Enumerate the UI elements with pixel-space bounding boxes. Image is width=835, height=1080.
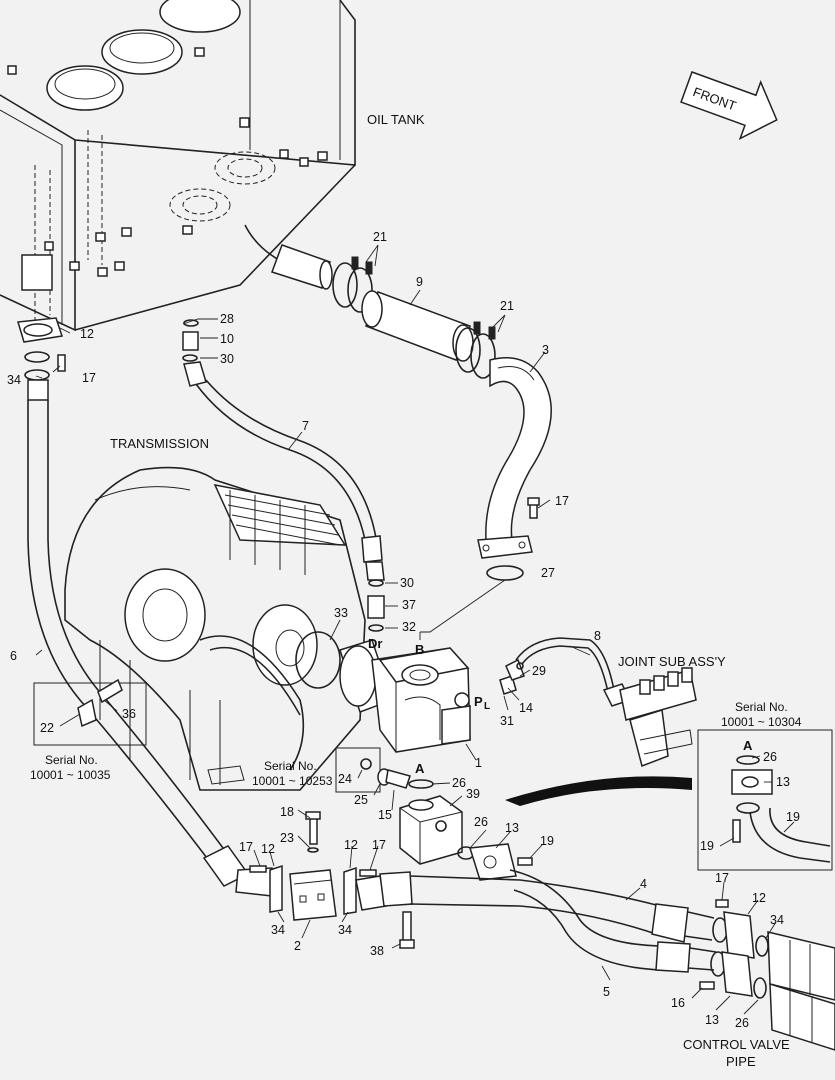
callout-23: 23 bbox=[280, 831, 294, 845]
hydraulic-pump bbox=[339, 632, 477, 761]
callout-32: 32 bbox=[402, 620, 416, 634]
pipe-5 bbox=[509, 869, 717, 973]
callout-12-right: 12 bbox=[752, 891, 766, 905]
callout-36: 36 bbox=[122, 707, 136, 721]
callout-22: 22 bbox=[40, 721, 54, 735]
inset-right-serial-range: 10001 ~ 10304 bbox=[721, 715, 802, 729]
callout-12-tank: 12 bbox=[80, 327, 94, 341]
tank-outlet-fittings bbox=[17, 254, 66, 401]
callout-39: 39 bbox=[466, 787, 480, 801]
callout-16: 16 bbox=[671, 996, 685, 1010]
callout-14: 14 bbox=[519, 701, 533, 715]
callout-30-mid: 30 bbox=[400, 576, 414, 590]
inset-right: Serial No. 10001 ~ 10304 A bbox=[697, 700, 833, 871]
callout-34-tank: 34 bbox=[7, 373, 21, 387]
port-b: B bbox=[415, 642, 424, 657]
joint-sub-assy-label: JOINT SUB ASS'Y bbox=[618, 654, 726, 669]
callout-2: 2 bbox=[294, 939, 301, 953]
callout-17-mid: 17 bbox=[372, 838, 386, 852]
callout-8: 8 bbox=[594, 629, 601, 643]
callout-26-bottom: 26 bbox=[735, 1016, 749, 1030]
callout-28: 28 bbox=[220, 312, 234, 326]
callout-17-right: 17 bbox=[715, 871, 729, 885]
inset-middle: Serial No. 10001 ~ 10253 bbox=[252, 747, 381, 793]
callout-21-bottom: 21 bbox=[500, 299, 514, 313]
callout-37: 37 bbox=[402, 598, 416, 612]
callout-26-block: 26 bbox=[474, 815, 488, 829]
callout-38: 38 bbox=[370, 944, 384, 958]
valve-block-39 bbox=[377, 768, 533, 949]
callout-34-right: 34 bbox=[770, 913, 784, 927]
inset-left: Serial No. 10001 ~ 10035 bbox=[30, 678, 147, 782]
oil-tank: OIL TANK bbox=[0, 0, 425, 332]
callout-19-inset-bolt: 19 bbox=[700, 839, 714, 853]
inset-middle-serial-label: Serial No. bbox=[264, 759, 317, 773]
callout-13-mid: 13 bbox=[505, 821, 519, 835]
callout-17-tank: 17 bbox=[82, 371, 96, 385]
control-valve-label-line2: PIPE bbox=[726, 1054, 756, 1069]
front-arrow-icon: FRONT bbox=[680, 71, 778, 141]
callout-10: 10 bbox=[220, 332, 234, 346]
joint-sub-assembly: JOINT SUB ASS'Y bbox=[618, 654, 726, 768]
callout-3: 3 bbox=[542, 343, 549, 357]
port-p: P bbox=[474, 694, 483, 709]
callout-1: 1 bbox=[475, 756, 482, 770]
pipe-4 bbox=[409, 875, 715, 943]
suction-pipe-assembly bbox=[244, 224, 552, 633]
callout-13-inset: 13 bbox=[776, 775, 790, 789]
inset-left-serial-label: Serial No. bbox=[45, 753, 98, 767]
callout-15: 15 bbox=[378, 808, 392, 822]
callout-21-top: 21 bbox=[373, 230, 387, 244]
callout-13-right: 13 bbox=[705, 1013, 719, 1027]
callout-31: 31 bbox=[500, 714, 514, 728]
port-a: A bbox=[415, 761, 425, 776]
hose-6 bbox=[27, 400, 273, 897]
inset-right-serial-label: Serial No. bbox=[735, 700, 788, 714]
callout-33: 33 bbox=[334, 606, 348, 620]
callout-9: 9 bbox=[416, 275, 423, 289]
callout-4: 4 bbox=[640, 877, 647, 891]
callout-25: 25 bbox=[354, 793, 368, 807]
callout-19-mid: 19 bbox=[540, 834, 554, 848]
leader-lines bbox=[35, 244, 795, 1015]
callout-5: 5 bbox=[603, 985, 610, 999]
control-valve-pipe: CONTROL VALVE PIPE bbox=[683, 899, 835, 1069]
port-dr: Dr bbox=[368, 636, 382, 651]
inset-left-serial-range: 10001 ~ 10035 bbox=[30, 768, 111, 782]
callout-26-pump: 26 bbox=[452, 776, 466, 790]
callout-17-left: 17 bbox=[239, 840, 253, 854]
callout-12-mid: 12 bbox=[344, 838, 358, 852]
callout-curve bbox=[505, 776, 692, 806]
pump-drain-fittings bbox=[367, 579, 385, 632]
callout-18: 18 bbox=[280, 805, 294, 819]
bracket-2 bbox=[249, 811, 413, 921]
inset-right-port-a: A bbox=[743, 738, 753, 753]
callout-34-left: 34 bbox=[271, 923, 285, 937]
part-number-callouts: 12 34 17 28 10 30 21 9 21 3 7 17 27 30 3… bbox=[7, 230, 800, 1030]
callout-24: 24 bbox=[338, 772, 352, 786]
callout-30-top: 30 bbox=[220, 352, 234, 366]
pl-port-fittings bbox=[499, 658, 525, 695]
callout-17-pipe: 17 bbox=[555, 494, 569, 508]
oil-tank-label: OIL TANK bbox=[367, 112, 425, 127]
callout-29: 29 bbox=[532, 664, 546, 678]
callout-34-mid: 34 bbox=[338, 923, 352, 937]
callout-27: 27 bbox=[541, 566, 555, 580]
inset-middle-serial-range: 10001 ~ 10253 bbox=[252, 774, 333, 788]
port-l-subscript: L bbox=[484, 701, 490, 712]
callout-12-left: 12 bbox=[261, 842, 275, 856]
callout-6: 6 bbox=[10, 649, 17, 663]
callout-7: 7 bbox=[302, 419, 309, 433]
transmission: TRANSMISSION bbox=[64, 436, 366, 791]
callout-19-inset-hose: 19 bbox=[786, 810, 800, 824]
o-ring-33 bbox=[295, 631, 341, 689]
control-valve-label-line1: CONTROL VALVE bbox=[683, 1037, 790, 1052]
callout-26-inset: 26 bbox=[763, 750, 777, 764]
hose-7 bbox=[182, 319, 385, 581]
transmission-label: TRANSMISSION bbox=[110, 436, 209, 451]
